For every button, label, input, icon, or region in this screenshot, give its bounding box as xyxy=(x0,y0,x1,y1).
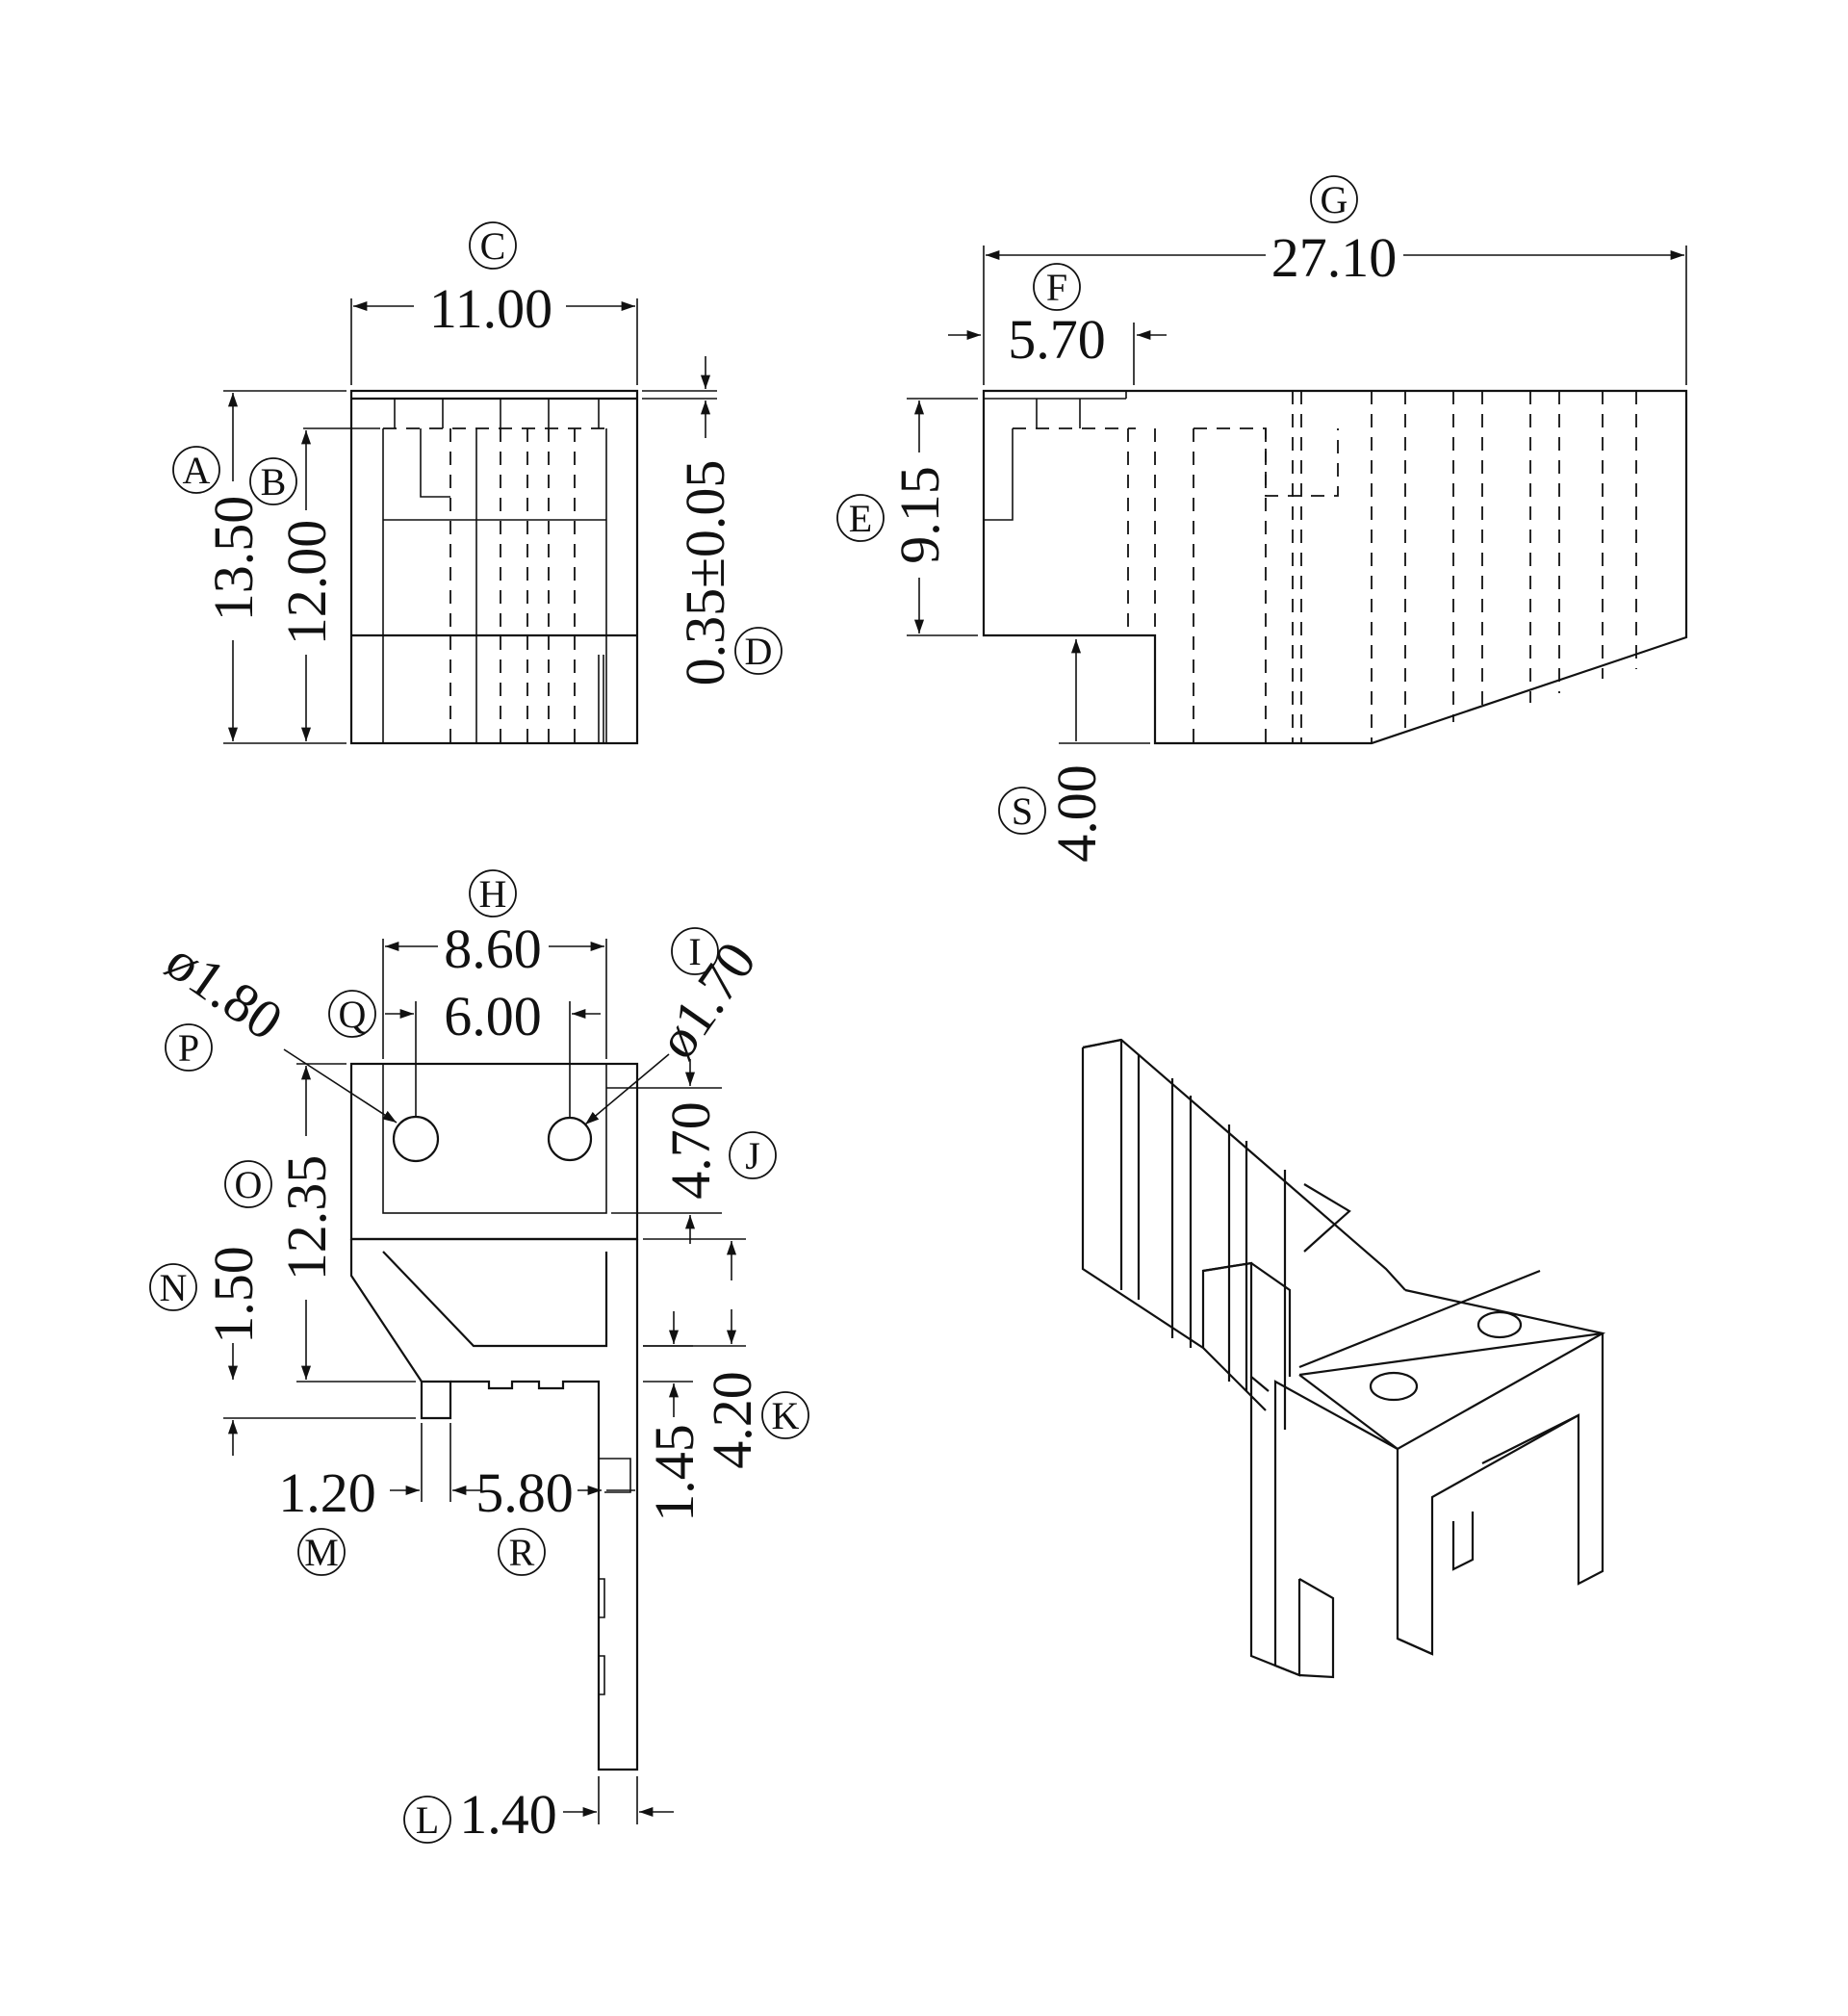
dim-N-value: 1.50 xyxy=(202,1246,265,1344)
hole-right xyxy=(547,1116,593,1162)
dim-Q-value: 6.00 xyxy=(444,985,542,1047)
label-B: B xyxy=(261,460,287,504)
dim-E-value: 9.15 xyxy=(888,466,951,564)
dim-I-value: ø1.70 xyxy=(645,931,768,1070)
dim-P-value: ø1.80 xyxy=(155,929,294,1052)
dim-D-value: 0.35±0.05 xyxy=(674,460,736,686)
iso-hole-right xyxy=(1476,1310,1523,1339)
dim-G-value: 27.10 xyxy=(1271,226,1398,289)
label-S: S xyxy=(1012,789,1033,833)
label-H: H xyxy=(479,872,507,916)
dim-K2-value: 1.45 xyxy=(643,1424,706,1522)
iso-hole-left xyxy=(1369,1371,1419,1402)
label-O: O xyxy=(235,1163,263,1206)
label-I: I xyxy=(688,930,701,973)
dim-S-value: 4.00 xyxy=(1045,764,1108,863)
label-F: F xyxy=(1046,266,1067,309)
dim-M-value: 1.20 xyxy=(278,1461,376,1524)
label-P: P xyxy=(178,1026,199,1070)
top-view: 8.60 H 6.00 Q ø1.80 P ø1.70 I 4.70 J 12.… xyxy=(149,869,809,1846)
label-A: A xyxy=(183,449,211,492)
dim-C-value: 11.00 xyxy=(429,277,552,340)
dim-L-value: 1.40 xyxy=(459,1783,557,1846)
front-view: 11.00 C 13.50 A 12.00 B 0.35±0.05 D xyxy=(172,221,783,745)
hole-left xyxy=(392,1115,440,1163)
side-view: 27.10 G 5.70 F 9.15 E 4.00 S xyxy=(836,175,1688,863)
dim-H-value: 8.60 xyxy=(444,918,542,980)
label-Q: Q xyxy=(339,993,367,1036)
label-M: M xyxy=(304,1531,339,1574)
label-N: N xyxy=(160,1266,188,1309)
dim-R-value: 5.80 xyxy=(475,1461,574,1524)
label-E: E xyxy=(849,497,872,540)
label-D: D xyxy=(745,630,773,673)
isometric-view xyxy=(1081,1038,1606,1679)
label-C: C xyxy=(480,224,506,268)
label-L: L xyxy=(416,1798,439,1842)
dim-K-value: 4.20 xyxy=(701,1371,763,1469)
label-G: G xyxy=(1321,178,1348,221)
label-R: R xyxy=(509,1531,535,1574)
label-J: J xyxy=(745,1134,760,1177)
dim-B-value: 12.00 xyxy=(275,520,338,646)
dim-A-value: 13.50 xyxy=(202,496,265,622)
dim-O-value: 12.35 xyxy=(275,1155,338,1281)
dim-J-value: 4.70 xyxy=(659,1101,722,1200)
dim-F-value: 5.70 xyxy=(1008,308,1106,371)
label-K: K xyxy=(772,1394,800,1437)
